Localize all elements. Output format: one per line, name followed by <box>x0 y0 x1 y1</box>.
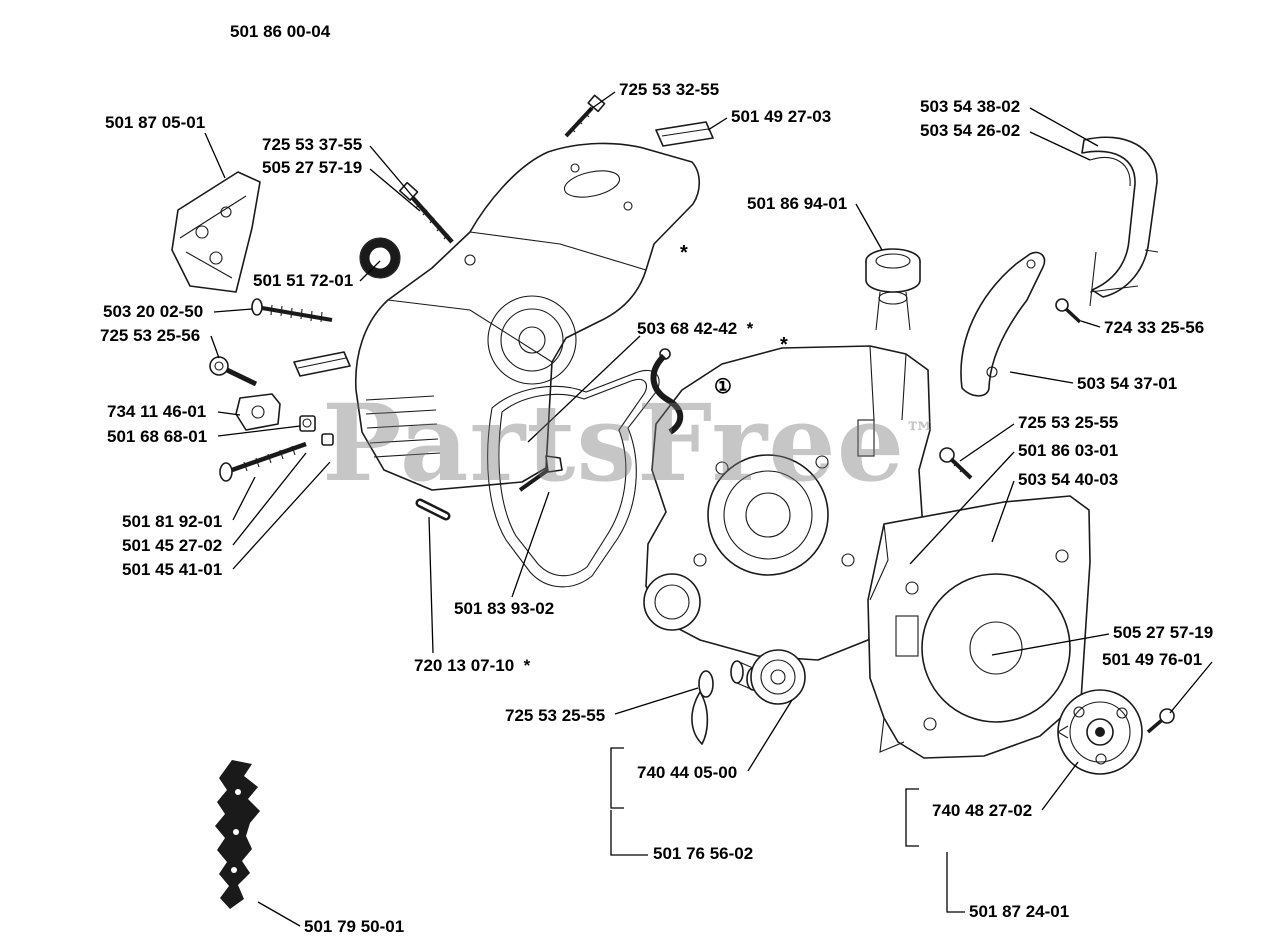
part-number-label: 505 27 57-19 <box>1113 623 1214 642</box>
diagram-symbol: * <box>780 334 788 356</box>
screw-724-33-25-56 <box>1055 298 1082 324</box>
impulse-hose-part <box>650 348 684 435</box>
part-number-label: 505 27 57-19 <box>262 158 363 177</box>
part-number-label: 740 44 05-00 <box>637 763 738 782</box>
fan-housing-plate-part <box>867 495 1091 759</box>
part-number-label: 503 20 02-50 <box>103 302 204 321</box>
part-number-label: 724 33 25-56 <box>1104 318 1205 337</box>
part-number-label: 725 53 37-55 <box>262 135 363 154</box>
part-number-label: 501 45 41-01 <box>122 560 223 579</box>
part-number-label: 720 13 07-10 * <box>414 656 531 675</box>
part-number-label: 501 86 03-01 <box>1018 441 1119 460</box>
part-number-label: 725 53 25-55 <box>1018 413 1119 432</box>
part-number-label: 501 86 00-04 <box>230 22 331 41</box>
part-number-label: 734 11 46-01 <box>107 402 207 421</box>
screw-725-53-25-56 <box>209 356 258 387</box>
clip-501-49-27-03 <box>655 121 714 147</box>
part-number-label: 501 79 50-01 <box>304 917 405 936</box>
part-number-label: 501 45 27-02 <box>122 536 223 555</box>
part-number-label: 501 83 93-02 <box>454 599 555 618</box>
part-number-label: 501 76 56-02 <box>653 844 754 863</box>
crankcase-bolt-parts <box>415 455 563 521</box>
oil-pump-parts <box>691 649 806 745</box>
part-number-label: 503 68 42-42 * <box>637 319 754 338</box>
diagram-symbol: * <box>680 242 688 264</box>
part-number-label: 501 51 72-01 <box>253 271 354 290</box>
tank-cover-part <box>354 142 701 491</box>
part-number-label: 725 53 25-55 <box>505 706 606 725</box>
part-number-label: 501 87 24-01 <box>969 902 1070 921</box>
cover-strip-part <box>293 351 351 377</box>
leader-lines <box>204 91 1213 927</box>
part-number-label: 501 68 68-01 <box>107 427 208 446</box>
fuel-cap-part <box>865 248 921 331</box>
crankcase-half-part <box>643 345 931 661</box>
screw-503-20-02-50 <box>251 298 333 323</box>
part-number-label: 503 54 40-03 <box>1018 470 1119 489</box>
air-duct-part <box>1081 136 1159 307</box>
part-number-label: 503 54 37-01 <box>1077 374 1178 393</box>
screw-501-81-92-01 <box>219 441 307 482</box>
screw-725-53-25-55-right <box>939 447 973 480</box>
part-number-label: 501 49 76-01 <box>1102 650 1203 669</box>
part-number-label: 725 53 32-55 <box>619 80 720 99</box>
oil-seal-ring-part <box>359 237 401 279</box>
part-number-label: 725 53 25-56 <box>100 326 201 345</box>
gasket-part <box>487 370 660 588</box>
part-number-label: 503 54 38-02 <box>920 97 1021 116</box>
screw-725-53-32-55 <box>564 94 606 138</box>
brake-bracket-part <box>171 171 261 293</box>
part-number-label: 501 87 05-01 <box>105 113 206 132</box>
clutch-drum-part <box>1057 689 1143 775</box>
chain-tensioner-parts <box>235 393 334 446</box>
part-number-label: 740 48 27-02 <box>932 801 1033 820</box>
diagram-symbol: ① <box>714 376 732 398</box>
chain-segment-part <box>215 760 260 909</box>
part-number-label: 501 49 27-03 <box>731 107 832 126</box>
part-number-label: 503 54 26-02 <box>920 121 1021 140</box>
curved-bracket-part <box>960 251 1046 397</box>
part-number-label: 501 81 92-01 <box>122 512 223 531</box>
part-number-label: 501 86 94-01 <box>747 194 848 213</box>
